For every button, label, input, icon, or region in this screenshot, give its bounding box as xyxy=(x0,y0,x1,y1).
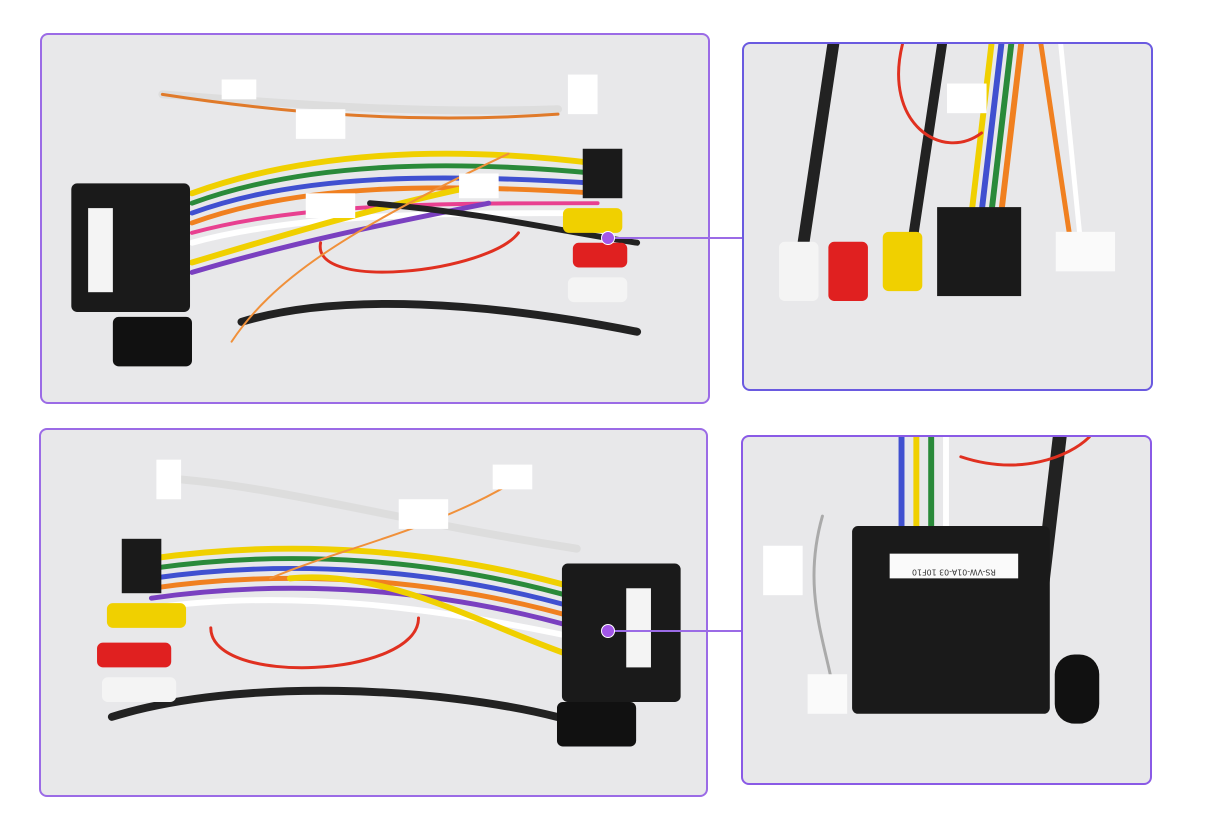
quadlock-closeup-photo: RS-VW-01A-03 10F10 xyxy=(741,435,1152,785)
connector-label: RS-VW-01A-03 10F10 xyxy=(912,567,996,576)
rca-illustration xyxy=(778,44,1116,302)
callout-line-bottom xyxy=(608,630,741,632)
callout-line-top xyxy=(608,237,742,239)
callout-dot-bottom xyxy=(601,624,615,638)
harness-illustration xyxy=(97,459,681,747)
rca-closeup-photo xyxy=(742,42,1153,391)
harness-photo-bottom xyxy=(39,428,708,797)
callout-dot-top xyxy=(601,231,615,245)
harness-photo-top xyxy=(40,33,710,404)
harness-illustration xyxy=(71,74,642,367)
quadlock-illustration: RS-VW-01A-03 10F10 xyxy=(763,437,1100,724)
